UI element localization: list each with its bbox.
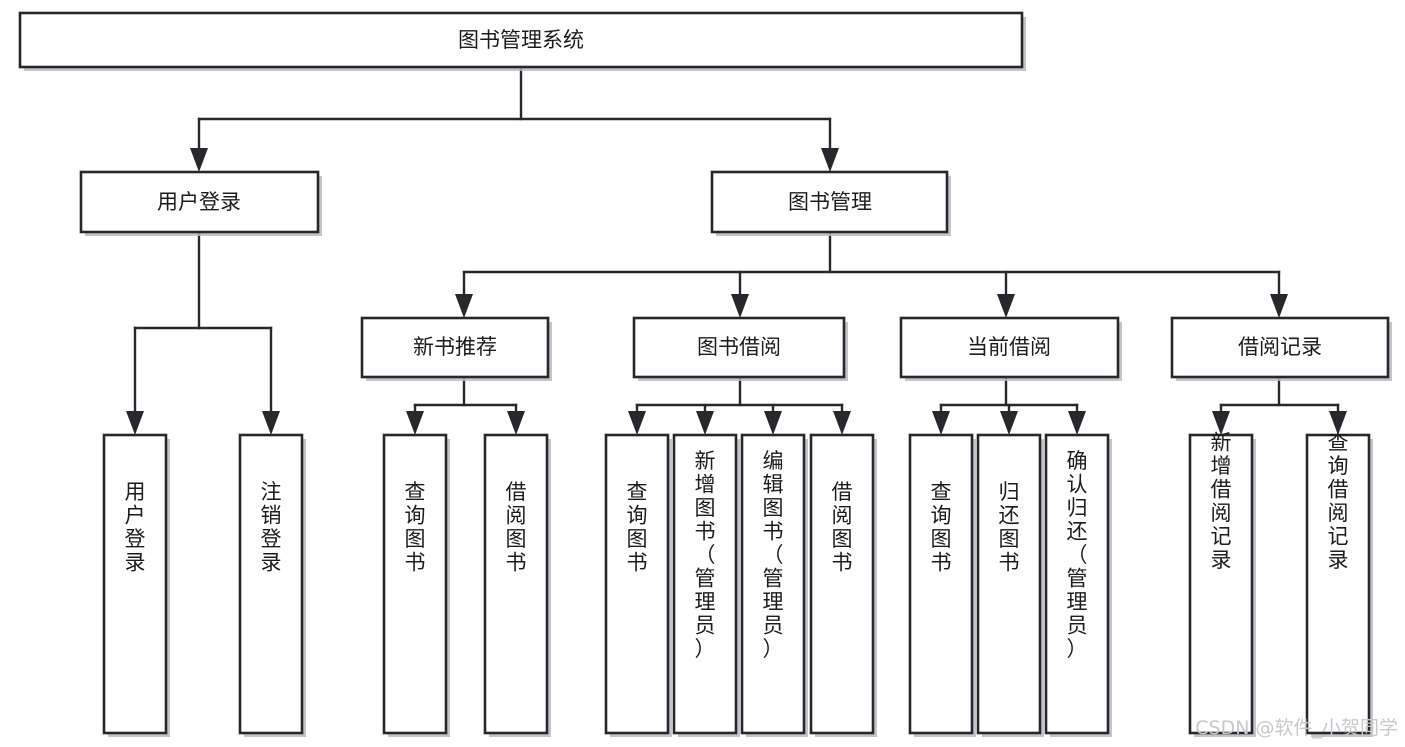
arrow-new-book-recommend [455, 294, 473, 318]
node-leaf-add-record-label: 新增借阅记录 [1211, 430, 1232, 572]
node-new-book-recommend[interactable]: 新书推荐 [360, 316, 552, 381]
node-root-box [18, 11, 1024, 69]
node-leaf-add-record[interactable]: 新增借阅记录 [1188, 430, 1256, 737]
csdn-watermark: CSDN @软件_小贺同学 [1195, 717, 1398, 739]
node-leaf-user-logout[interactable]: 注销登录 [238, 433, 306, 737]
node-leaf-query-book-3-label: 查询图书 [931, 480, 952, 575]
node-user-login-label: 用户登录 [157, 190, 241, 214]
node-leaf-borrow-book-1[interactable]: 借阅图书 [483, 433, 551, 737]
node-book-borrow-box [632, 316, 846, 379]
node-leaf-borrow-book-1-box [483, 433, 549, 735]
node-leaf-edit-book-label: 编辑图书（管理员） [763, 449, 784, 661]
node-root[interactable]: 图书管理系统 [18, 11, 1026, 71]
arrow-leaf-user-login [126, 411, 144, 435]
node-leaf-edit-book[interactable]: 编辑图书（管理员） [740, 433, 808, 737]
node-current-borrow[interactable]: 当前借阅 [899, 316, 1122, 381]
node-leaf-query-book-2[interactable]: 查询图书 [604, 433, 672, 737]
arrow-leaf-user-logout [262, 411, 280, 435]
node-leaf-query-record[interactable]: 查询借阅记录 [1305, 430, 1373, 737]
arrow-leaf-return-book [1000, 411, 1018, 435]
arrow-book-borrow [731, 294, 749, 318]
node-leaf-confirm-return-label: 确认归还（管理员） [1067, 449, 1088, 661]
node-leaf-borrow-book-2-box [809, 433, 875, 735]
arrow-to-user-login [190, 148, 208, 172]
arrow-borrow-record [1270, 294, 1288, 318]
node-leaf-query-book-3[interactable]: 查询图书 [908, 433, 976, 737]
node-leaf-confirm-return-box [1044, 433, 1110, 735]
arrow-leaf-confirm-return [1068, 411, 1086, 435]
node-book-manage[interactable]: 图书管理 [710, 170, 951, 236]
node-book-manage-label: 图书管理 [788, 190, 872, 214]
node-leaf-query-book-1-box [382, 433, 448, 735]
node-borrow-record-box [1170, 316, 1390, 379]
arrow-leaf-query-book-1 [406, 411, 424, 435]
arrow-current-borrow [997, 294, 1015, 318]
node-book-manage-box [710, 170, 949, 234]
arrow-leaf-add-book [696, 411, 714, 435]
node-user-login-box [79, 170, 320, 234]
arrow-leaf-edit-book [764, 411, 782, 435]
node-leaf-user-login[interactable]: 用户登录 [102, 433, 170, 737]
node-leaf-query-book-2-box [604, 433, 670, 735]
node-leaf-return-book-label: 归还图书 [999, 480, 1020, 575]
node-user-login[interactable]: 用户登录 [79, 170, 322, 236]
node-borrow-record[interactable]: 借阅记录 [1170, 316, 1392, 381]
arrow-leaf-query-book-2 [628, 411, 646, 435]
node-leaf-user-login-box [102, 433, 168, 735]
node-leaf-user-logout-label: 注销登录 [261, 480, 282, 575]
arrow-leaf-add-record [1212, 411, 1230, 435]
node-book-borrow[interactable]: 图书借阅 [632, 316, 848, 381]
node-leaf-return-book[interactable]: 归还图书 [976, 433, 1044, 737]
arrow-leaf-borrow-book-1 [507, 411, 525, 435]
node-leaf-add-book-box [672, 433, 738, 735]
arrow-to-book-manage [821, 148, 839, 172]
node-leaf-query-book-3-box [908, 433, 974, 735]
arrow-leaf-query-book-3 [932, 411, 950, 435]
node-leaf-add-record-box [1188, 433, 1254, 735]
node-leaf-query-book-1[interactable]: 查询图书 [382, 433, 450, 737]
node-leaf-query-record-label: 查询借阅记录 [1328, 430, 1349, 572]
node-leaf-add-book-label: 新增图书（管理员） [695, 449, 716, 661]
node-leaf-query-record-box [1305, 433, 1371, 735]
node-leaf-borrow-book-2-label: 借阅图书 [832, 480, 853, 575]
node-leaf-user-login-label: 用户登录 [125, 480, 146, 575]
node-leaf-user-logout-box [238, 433, 304, 735]
node-root-label: 图书管理系统 [458, 28, 584, 52]
arrow-leaf-borrow-book-2 [833, 411, 851, 435]
node-book-borrow-label: 图书借阅 [697, 335, 781, 359]
arrow-leaf-query-record [1329, 411, 1347, 435]
node-leaf-borrow-book-1-label: 借阅图书 [506, 480, 527, 575]
node-leaf-borrow-book-2[interactable]: 借阅图书 [809, 433, 877, 737]
node-leaf-confirm-return[interactable]: 确认归还（管理员） [1044, 433, 1112, 737]
node-leaf-return-book-box [976, 433, 1042, 735]
node-borrow-record-label: 借阅记录 [1238, 335, 1322, 359]
node-current-borrow-box [899, 316, 1120, 379]
connector-layer [126, 65, 1347, 435]
node-leaf-edit-book-box [740, 433, 806, 735]
node-new-book-recommend-box [360, 316, 550, 379]
node-leaf-query-book-2-label: 查询图书 [627, 480, 648, 575]
node-leaf-add-book[interactable]: 新增图书（管理员） [672, 433, 740, 737]
node-new-book-recommend-label: 新书推荐 [413, 335, 497, 359]
node-current-borrow-label: 当前借阅 [967, 335, 1051, 359]
node-leaf-query-book-1-label: 查询图书 [405, 480, 426, 575]
